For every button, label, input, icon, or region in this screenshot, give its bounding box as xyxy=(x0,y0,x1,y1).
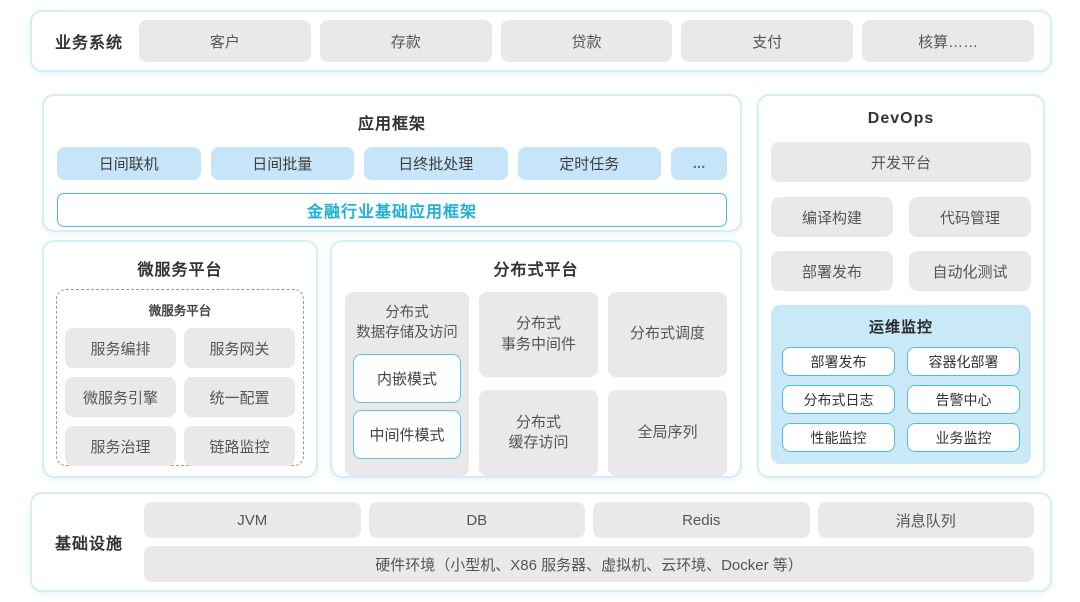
ops-monitoring-grid: 部署发布 容器化部署 分布式日志 告警中心 性能监控 业务监控 xyxy=(782,347,1020,452)
chip-business-monitor: 业务监控 xyxy=(907,423,1020,452)
chip-message-queue: 消息队列 xyxy=(817,502,1034,538)
chip-scheduled-task: 定时任务 xyxy=(517,147,661,180)
infrastructure-label: 基础设施 xyxy=(54,536,123,553)
chip-distributed-log: 分布式日志 xyxy=(782,385,895,414)
business-chip-accounting: 核算…… xyxy=(862,20,1034,62)
microservice-inner-title: 微服务平台 xyxy=(148,304,212,318)
chip-compile-build: 编译构建 xyxy=(771,197,893,237)
chip-ellipsis: ... xyxy=(671,147,727,180)
infrastructure-band: 基础设施 JVM DB Redis 消息队列 硬件环境（小型机、X86 服务器、… xyxy=(30,492,1052,592)
ops-monitoring-title: 运维监控 xyxy=(868,319,933,336)
microservice-grid: 服务编排 服务网关 微服务引擎 统一配置 服务治理 链路监控 xyxy=(65,328,295,466)
business-chip-deposit: 存款 xyxy=(319,20,492,62)
chip-daytime-batch: 日间批量 xyxy=(210,147,354,180)
hardware-environment-bar: 硬件环境（小型机、X86 服务器、虚拟机、云环境、Docker 等） xyxy=(144,546,1034,582)
devops-grid: 编译构建 代码管理 部署发布 自动化测试 xyxy=(771,197,1031,291)
chip-code-management: 代码管理 xyxy=(909,197,1031,237)
app-framework-title: 应用框架 xyxy=(357,116,426,133)
business-chip-customer: 客户 xyxy=(139,20,311,62)
finance-base-framework-bar: 金融行业基础应用框架 xyxy=(57,193,727,227)
chip-alert-center: 告警中心 xyxy=(907,385,1020,414)
chip-db: DB xyxy=(368,502,585,538)
chip-eod-batch: 日终批处理 xyxy=(364,147,508,180)
app-framework-box: 应用框架 日间联机 日间批量 日终批处理 定时任务 ... 金融行业基础应用框架 xyxy=(42,94,742,232)
chip-dev-platform: 开发平台 xyxy=(771,142,1031,182)
microservice-platform-box: 微服务平台 微服务平台 服务编排 服务网关 微服务引擎 统一配置 服务治理 链路… xyxy=(42,240,318,478)
distributed-platform-title: 分布式平台 xyxy=(493,262,579,279)
middleware-mode-box: 中间件模式 xyxy=(353,410,461,460)
chip-microservice-engine: 微服务引擎 xyxy=(65,377,176,417)
chip-jvm: JVM xyxy=(144,502,361,538)
distributed-platform-box: 分布式平台 分布式 数据存储及访问 内嵌模式 中间件模式 分布式 事务中间件 分… xyxy=(330,240,742,478)
devops-box: DevOps 开发平台 编译构建 代码管理 部署发布 自动化测试 运维监控 部署… xyxy=(757,94,1045,478)
chip-container-deploy: 容器化部署 xyxy=(907,347,1020,376)
embedded-mode-box: 内嵌模式 xyxy=(353,354,461,404)
microservice-platform-title: 微服务平台 xyxy=(137,262,223,279)
distributed-grid: 分布式 数据存储及访问 内嵌模式 中间件模式 分布式 事务中间件 分布式调度 分… xyxy=(345,292,727,476)
global-sequence-cell: 全局序列 xyxy=(608,390,727,476)
chip-redis: Redis xyxy=(593,502,810,538)
chip-performance-monitor: 性能监控 xyxy=(782,423,895,452)
chip-daytime-online: 日间联机 xyxy=(57,147,201,180)
chip-deploy-release: 部署发布 xyxy=(771,251,893,291)
business-systems-label: 业务系统 xyxy=(54,35,123,52)
app-framework-chip-row: 日间联机 日间批量 日终批处理 定时任务 ... xyxy=(57,147,727,180)
microservice-inner-group: 微服务平台 服务编排 服务网关 微服务引擎 统一配置 服务治理 链路监控 xyxy=(56,289,304,466)
business-chip-payment: 支付 xyxy=(681,20,854,62)
distributed-transaction-cell: 分布式 事务中间件 xyxy=(479,292,598,377)
chip-service-orchestration: 服务编排 xyxy=(65,328,176,368)
chip-service-governance: 服务治理 xyxy=(65,426,176,466)
chip-service-gateway: 服务网关 xyxy=(184,328,295,368)
business-chip-loan: 贷款 xyxy=(500,20,673,62)
business-systems-band: 业务系统 客户 存款 贷款 支付 核算…… xyxy=(30,10,1052,72)
devops-title: DevOps xyxy=(867,110,935,127)
distributed-scheduling-cell: 分布式调度 xyxy=(608,292,727,377)
distributed-storage-label: 分布式 数据存储及访问 xyxy=(356,305,458,341)
infrastructure-content: JVM DB Redis 消息队列 硬件环境（小型机、X86 服务器、虚拟机、云… xyxy=(144,502,1034,582)
chip-trace-monitor: 链路监控 xyxy=(184,426,295,466)
distributed-cache-cell: 分布式 缓存访问 xyxy=(479,390,598,476)
chip-automated-testing: 自动化测试 xyxy=(909,251,1031,291)
chip-monitor-deploy-release: 部署发布 xyxy=(782,347,895,376)
distributed-storage-cell: 分布式 数据存储及访问 内嵌模式 中间件模式 xyxy=(345,292,469,476)
infrastructure-chip-row: JVM DB Redis 消息队列 xyxy=(144,502,1034,538)
chip-unified-config: 统一配置 xyxy=(184,377,295,417)
ops-monitoring-panel: 运维监控 部署发布 容器化部署 分布式日志 告警中心 性能监控 业务监控 xyxy=(771,305,1031,464)
